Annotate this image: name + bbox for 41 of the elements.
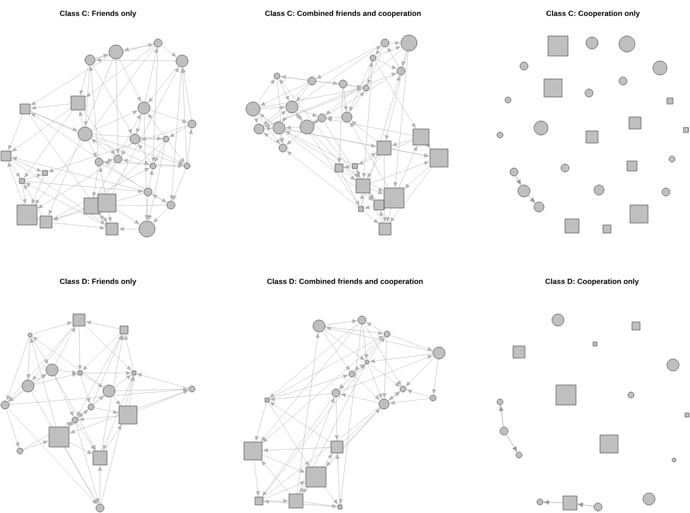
arrow [506, 434, 518, 452]
square-node [628, 116, 642, 130]
circle-node [510, 168, 518, 176]
circle-node [520, 62, 528, 70]
circle-node [552, 314, 564, 326]
square-node [683, 127, 689, 133]
circle-node [618, 76, 628, 86]
circle-node [534, 120, 548, 136]
square-node [602, 224, 612, 234]
circle-node [534, 202, 544, 212]
square-node [630, 204, 648, 224]
circle-node [518, 184, 530, 198]
circle-node [642, 492, 656, 506]
square-node [548, 36, 568, 56]
arrow [498, 406, 504, 428]
circle-node [560, 164, 570, 172]
square-node [544, 78, 562, 98]
square-node [626, 160, 638, 172]
circle-node [594, 502, 602, 512]
square-node [556, 384, 576, 406]
circle-node [618, 36, 636, 52]
square-node [512, 346, 526, 358]
circle-node [586, 36, 598, 50]
arrow [544, 500, 564, 505]
circle-node [652, 60, 668, 76]
square-node [684, 412, 690, 418]
square-node [586, 130, 598, 144]
square-node [592, 342, 598, 346]
square-node [632, 322, 640, 330]
circle-node [666, 358, 680, 372]
arrow [578, 502, 594, 508]
square-node [562, 496, 578, 510]
arrow [528, 195, 536, 203]
arrow [516, 175, 522, 186]
square-node [600, 434, 618, 454]
circle-node [584, 88, 594, 98]
circle-node [594, 184, 604, 196]
circle-node [500, 426, 508, 436]
circle-node [662, 188, 670, 196]
square-node [666, 98, 674, 104]
square-node [564, 218, 580, 234]
